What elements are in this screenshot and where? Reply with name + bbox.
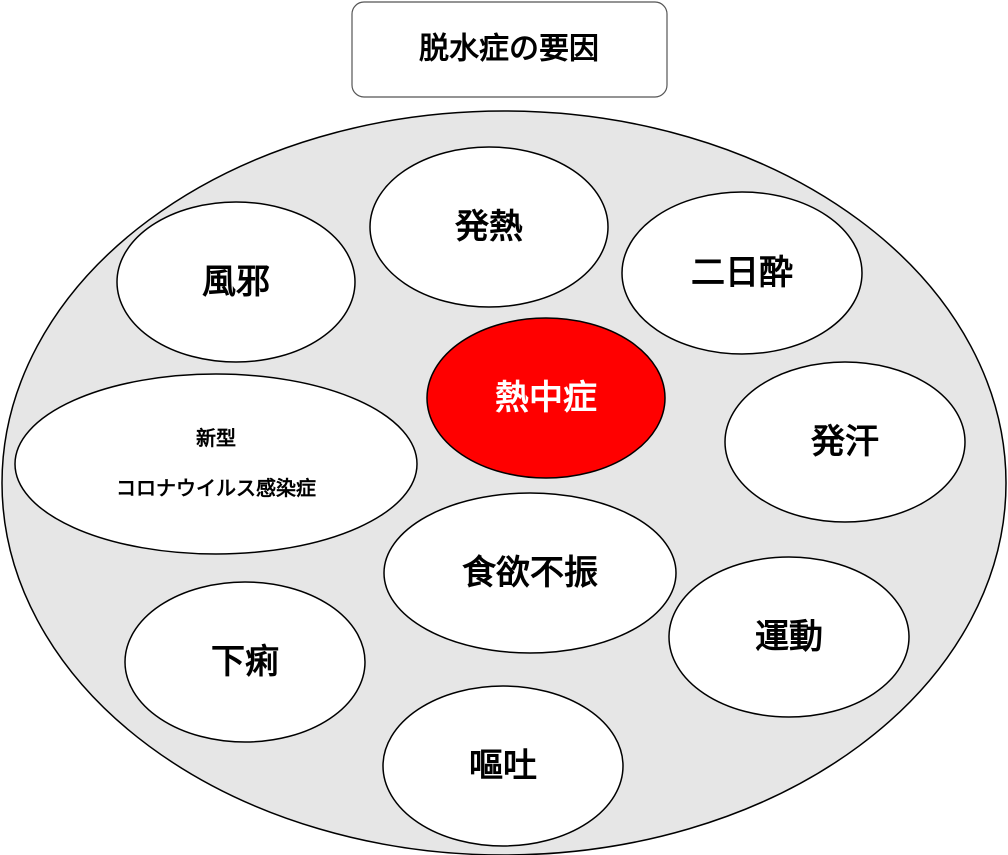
node-vomiting: 嘔吐 (382, 685, 624, 847)
node-covid: 新型 コロナウイルス感染症 (14, 373, 418, 555)
label-sweating: 発汗 (811, 422, 879, 462)
node-exercise: 運動 (668, 556, 910, 718)
node-diarrhea: 下痢 (124, 581, 366, 743)
label-cold: 風邪 (202, 262, 270, 302)
label-covid-line2: コロナウイルス感染症 (116, 476, 316, 500)
node-hangover: 二日酔 (621, 191, 863, 355)
label-fever: 発熱 (455, 207, 523, 247)
label-vomiting: 嘔吐 (469, 746, 537, 786)
label-covid-line1: 新型 (196, 426, 236, 450)
node-fever: 発熱 (369, 146, 609, 308)
diagram-title: 脱水症の要因 (419, 32, 599, 67)
label-appetite-loss: 食欲不振 (462, 553, 598, 593)
node-appetite-loss: 食欲不振 (383, 492, 677, 654)
label-diarrhea: 下痢 (211, 642, 279, 682)
label-heatstroke: 熱中症 (495, 378, 597, 418)
title-box: 脱水症の要因 (351, 1, 668, 98)
node-heatstroke: 熱中症 (426, 317, 666, 479)
label-exercise: 運動 (755, 617, 823, 657)
node-sweating: 発汗 (724, 361, 966, 523)
node-cold: 風邪 (116, 201, 356, 363)
label-hangover: 二日酔 (691, 253, 793, 293)
